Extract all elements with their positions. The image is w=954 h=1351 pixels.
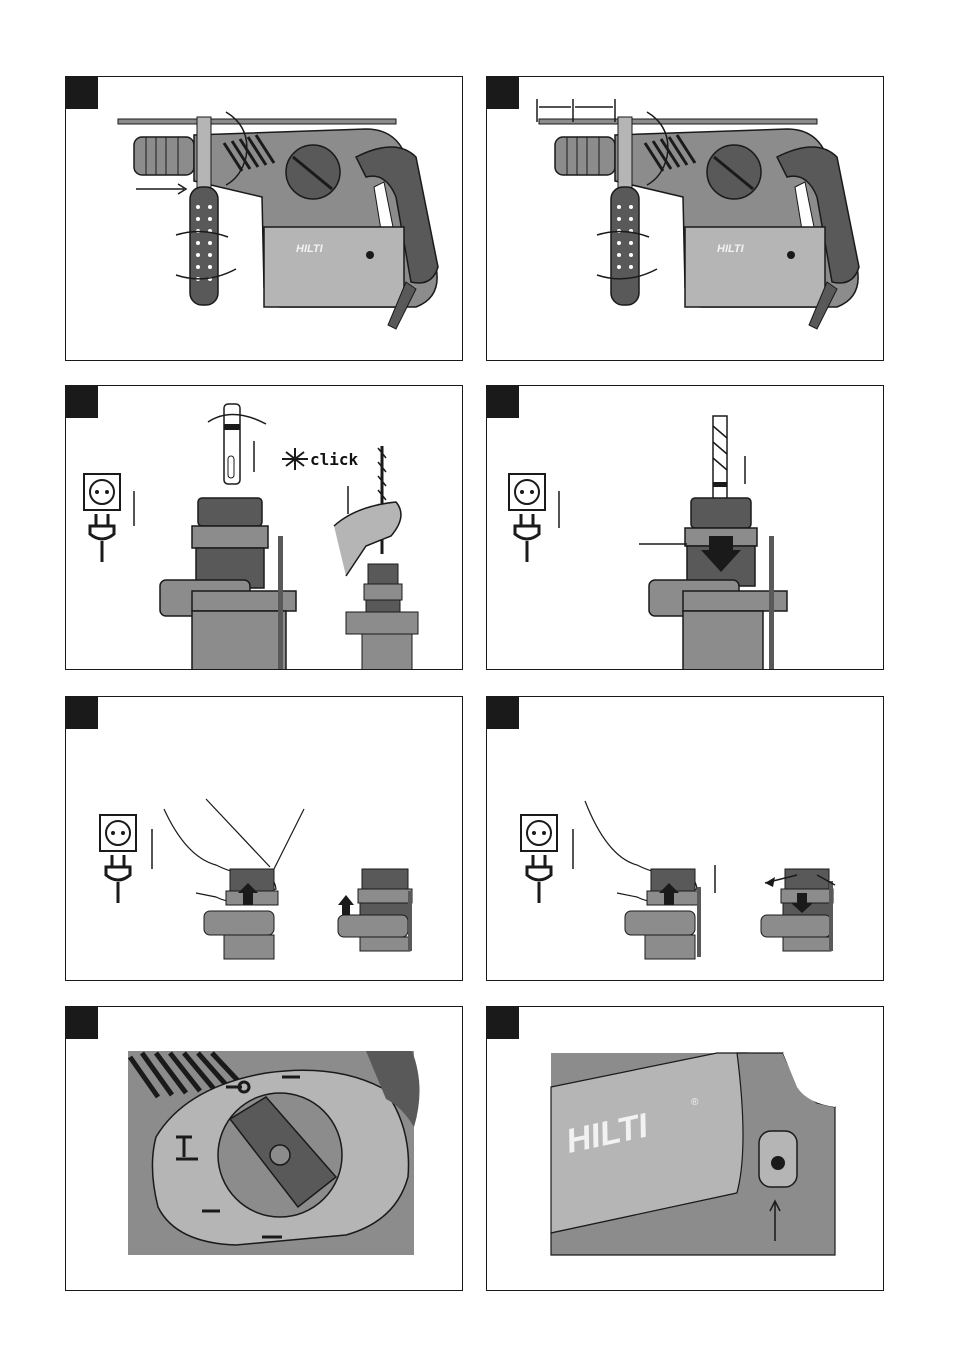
- release-chuck-illustration: [487, 697, 884, 981]
- panel-1: HILTI: [65, 76, 463, 361]
- power-socket-icon: [84, 474, 120, 510]
- power-socket-icon: [521, 815, 557, 851]
- housing-button-illustration: HILTI ®: [487, 1007, 884, 1291]
- click-spark-icon: [282, 448, 308, 470]
- brand-logo: HILTI: [717, 243, 745, 255]
- function-selector-illustration: [66, 1007, 463, 1291]
- remove-chuck-illustration: [66, 697, 463, 981]
- panel-8: HILTI ®: [486, 1006, 884, 1291]
- registered-mark: ®: [691, 1097, 699, 1108]
- plug-icon: [106, 855, 130, 903]
- plug-icon: [90, 514, 114, 562]
- hammer-drill-depth-gauge-illustration: HILTI: [487, 77, 884, 361]
- reset-button[interactable]: [771, 1156, 785, 1170]
- plug-icon: [515, 514, 539, 562]
- insert-bit-illustration: click: [66, 386, 463, 670]
- hammer-drill-illustration: HILTI: [66, 77, 463, 361]
- brand-logo: HILTI: [296, 243, 324, 255]
- power-socket-icon: [100, 815, 136, 851]
- panel-5: [65, 696, 463, 981]
- panel-4: [486, 385, 884, 670]
- power-socket-icon: [509, 474, 545, 510]
- check-bit-illustration: [487, 386, 884, 670]
- click-label: click: [310, 450, 359, 469]
- plug-icon: [527, 855, 551, 903]
- panel-6: [486, 696, 884, 981]
- panel-7: [65, 1006, 463, 1291]
- panel-3: click: [65, 385, 463, 670]
- panel-2: HILTI: [486, 76, 884, 361]
